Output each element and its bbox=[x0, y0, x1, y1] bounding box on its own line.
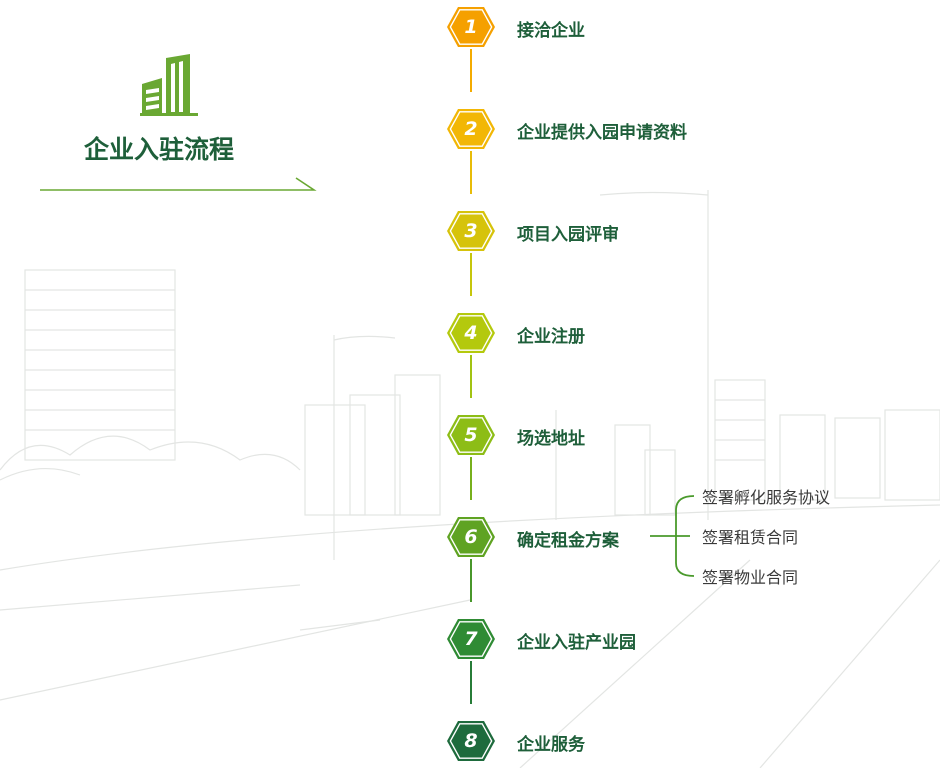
step-2-label: 企业提供入园申请资料 bbox=[517, 123, 687, 143]
branch-bracket bbox=[675, 495, 695, 577]
step-4-number: 4 bbox=[464, 322, 478, 344]
step-3-marker: 3 bbox=[446, 210, 496, 252]
step-8-number: 8 bbox=[464, 730, 478, 752]
substep-incubation-agreement: 签署孵化服务协议 bbox=[702, 488, 831, 507]
step-8-marker: 8 bbox=[446, 720, 496, 762]
step-3-label: 项目入园评审 bbox=[517, 225, 619, 245]
step-6-number: 6 bbox=[464, 526, 478, 548]
step-8-label: 企业服务 bbox=[517, 735, 585, 755]
step-1-label: 接洽企业 bbox=[517, 21, 585, 41]
step-7-marker: 7 bbox=[446, 618, 496, 660]
step-7-label: 企业入驻产业园 bbox=[517, 633, 636, 653]
step-4-label: 企业注册 bbox=[517, 327, 585, 347]
substep-lease-contract: 签署租赁合同 bbox=[702, 528, 799, 547]
step-1-number: 1 bbox=[464, 16, 478, 38]
step-6-marker: 6 bbox=[446, 516, 496, 558]
step-5-number: 5 bbox=[464, 424, 478, 446]
building-icon bbox=[140, 54, 198, 116]
page-title: 企业入驻流程 bbox=[84, 135, 235, 164]
step-6-label: 确定租金方案 bbox=[517, 531, 619, 551]
title-underline bbox=[40, 177, 317, 191]
step-1-marker: 1 bbox=[446, 6, 496, 48]
step-5-label: 场选地址 bbox=[517, 429, 585, 449]
substep-property-contract: 签署物业合同 bbox=[702, 568, 799, 587]
step-4-marker: 4 bbox=[446, 312, 496, 354]
step-2-marker: 2 bbox=[446, 108, 496, 150]
step-7-number: 7 bbox=[464, 628, 478, 650]
step-5-marker: 5 bbox=[446, 414, 496, 456]
step-2-number: 2 bbox=[464, 118, 478, 140]
step-3-number: 3 bbox=[464, 220, 478, 242]
